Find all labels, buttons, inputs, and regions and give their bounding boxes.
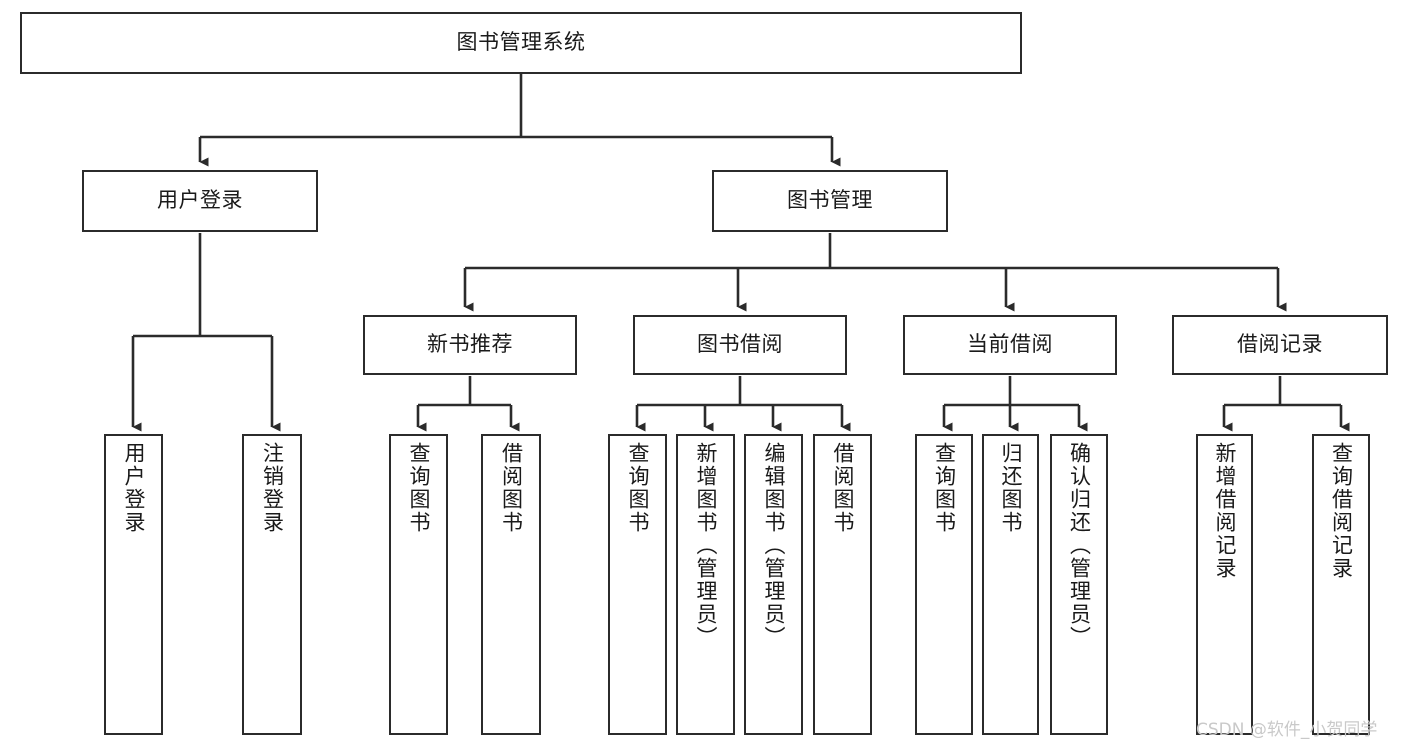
node-leaf-user-logout[interactable]: 注销登录 xyxy=(242,434,302,735)
node-label: 归还图书 xyxy=(999,442,1023,534)
node-label: 图书管理系统 xyxy=(456,30,586,55)
node-label: 用户登录 xyxy=(157,188,243,213)
node-label: 注销登录 xyxy=(260,442,285,534)
node-leaf-current-confirm-return-admin[interactable]: 确认归还（管理员） xyxy=(1050,434,1108,735)
node-label: 新增图书（管理员） xyxy=(694,442,718,649)
node-leaf-newbook-query-book[interactable]: 查询图书 xyxy=(389,434,448,735)
node-leaf-borrow-edit-book-admin[interactable]: 编辑图书（管理员） xyxy=(744,434,803,735)
node-leaf-current-return-book[interactable]: 归还图书 xyxy=(982,434,1039,735)
csdn-watermark: CSDN @软件_小贺同学 xyxy=(1196,720,1378,740)
node-user-login[interactable]: 用户登录 xyxy=(82,170,318,232)
node-label: 当前借阅 xyxy=(967,332,1053,357)
node-label: 借阅记录 xyxy=(1237,332,1323,357)
node-leaf-record-add-record[interactable]: 新增借阅记录 xyxy=(1196,434,1253,735)
node-label: 查询图书 xyxy=(407,442,431,534)
node-leaf-current-query-book[interactable]: 查询图书 xyxy=(915,434,973,735)
node-borrowing-record[interactable]: 借阅记录 xyxy=(1172,315,1388,375)
node-leaf-newbook-borrow-book[interactable]: 借阅图书 xyxy=(481,434,541,735)
node-leaf-user-login-login[interactable]: 用户登录 xyxy=(104,434,163,735)
node-label: 查询借阅记录 xyxy=(1329,442,1354,580)
node-leaf-record-query-record[interactable]: 查询借阅记录 xyxy=(1312,434,1370,735)
node-label: 查询图书 xyxy=(932,442,957,534)
node-label: 图书借阅 xyxy=(697,332,783,357)
node-label: 图书管理 xyxy=(787,188,873,213)
node-label: 确认归还（管理员） xyxy=(1067,442,1092,649)
node-label: 借阅图书 xyxy=(499,442,524,534)
node-label: 借阅图书 xyxy=(831,442,855,534)
node-label: 新书推荐 xyxy=(427,332,513,357)
node-leaf-borrow-add-book-admin[interactable]: 新增图书（管理员） xyxy=(676,434,735,735)
node-leaf-borrow-borrow-book[interactable]: 借阅图书 xyxy=(813,434,872,735)
node-book-borrowing[interactable]: 图书借阅 xyxy=(633,315,847,375)
node-label: 用户登录 xyxy=(122,442,146,534)
node-label: 查询图书 xyxy=(626,442,650,534)
node-label: 编辑图书（管理员） xyxy=(762,442,786,649)
node-root-book-management-system[interactable]: 图书管理系统 xyxy=(20,12,1022,74)
node-book-management[interactable]: 图书管理 xyxy=(712,170,948,232)
node-new-book-recommendation[interactable]: 新书推荐 xyxy=(363,315,577,375)
node-current-borrowing[interactable]: 当前借阅 xyxy=(903,315,1117,375)
node-leaf-borrow-query-book[interactable]: 查询图书 xyxy=(608,434,667,735)
node-label: 新增借阅记录 xyxy=(1213,442,1237,580)
